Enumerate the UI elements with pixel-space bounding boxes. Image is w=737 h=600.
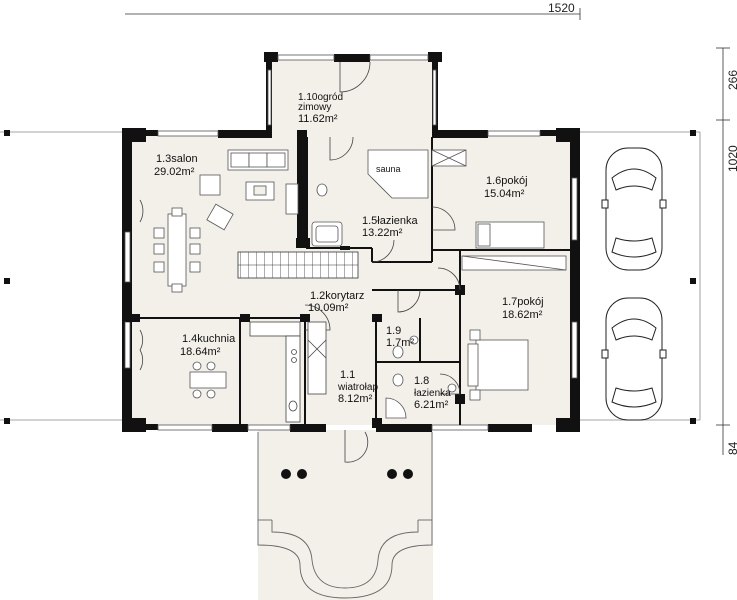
dim-total-width: 1520 (548, 1, 575, 15)
bed-icon-2 (467, 329, 529, 401)
dimension-lines: 1520 266 1020 84 (125, 1, 737, 455)
kitchen-counter (249, 321, 327, 423)
svg-text:1.4kuchnia: 1.4kuchnia (182, 333, 236, 345)
svg-text:zimowy: zimowy (298, 102, 331, 113)
floor-fill (130, 55, 575, 600)
entrance-porch (257, 432, 433, 599)
kitchen-table-icon (189, 361, 227, 399)
bathroom-2-fixtures (385, 335, 457, 419)
svg-text:wiatrołap: wiatrołap (337, 382, 378, 393)
svg-text:1.1: 1.1 (340, 369, 355, 381)
room-label-wc: 1.9 1.7m² (386, 325, 414, 349)
dim-house-depth: 1020 (726, 145, 737, 172)
svg-text:18.62m²: 18.62m² (502, 309, 543, 321)
dim-bottom-offset: 84 (726, 441, 737, 455)
car-icon-2 (601, 297, 667, 421)
doors (139, 61, 461, 463)
bed-icon (461, 221, 567, 271)
svg-text:1.8: 1.8 (414, 375, 429, 387)
svg-text:13.22m²: 13.22m² (362, 227, 403, 239)
room-label-lazienka-1: 1.5łazienka 13.22m² (362, 215, 419, 239)
svg-text:1.7pokój: 1.7pokój (502, 296, 544, 308)
windows (124, 54, 578, 431)
svg-text:1.3salon: 1.3salon (156, 153, 198, 165)
svg-text:łazienka: łazienka (414, 388, 451, 399)
svg-text:1.5łazienka: 1.5łazienka (362, 215, 419, 227)
svg-text:6.21m²: 6.21m² (414, 399, 449, 411)
svg-text:1.10ogród: 1.10ogród (298, 92, 343, 103)
svg-text:10.09m²: 10.09m² (308, 302, 349, 314)
room-label-ogrod: 1.10ogród zimowy 11.62m² (298, 92, 343, 125)
dim-garden-depth: 266 (726, 70, 737, 90)
bathroom-1-fixtures (311, 149, 467, 247)
svg-text:1.9: 1.9 (386, 325, 401, 337)
car-icon (601, 147, 667, 271)
svg-text:1.2korytarz: 1.2korytarz (310, 290, 364, 302)
room-label-pokoj-1: 1.6pokój 15.04m² (484, 175, 528, 200)
room-label-salon: 1.3salon 29.02m² (154, 153, 198, 178)
room-label-korytarz: 1.2korytarz 10.09m² (308, 290, 364, 314)
room-label-wiatrolap: 1.1 wiatrołap 8.12m² (337, 369, 378, 405)
sofa-icon (199, 149, 299, 231)
svg-text:8.12m²: 8.12m² (338, 393, 373, 405)
room-label-lazienka-2: 1.8 łazienka 6.21m² (414, 375, 451, 411)
svg-text:18.64m²: 18.64m² (180, 346, 221, 358)
svg-text:15.04m²: 15.04m² (484, 188, 525, 200)
porch-columns (281, 469, 413, 479)
svg-text:1.6pokój: 1.6pokój (486, 175, 528, 187)
svg-text:1.7m²: 1.7m² (386, 337, 414, 349)
terrace-posts (4, 130, 696, 424)
sauna-label: sauna (376, 164, 401, 174)
svg-text:11.62m²: 11.62m² (298, 113, 338, 125)
room-label-pokoj-2: 1.7pokój 18.62m² (502, 296, 544, 321)
room-label-kuchnia: 1.4kuchnia 18.64m² (180, 333, 236, 358)
stairs-icon (237, 251, 359, 279)
svg-text:29.02m²: 29.02m² (154, 166, 195, 178)
terrace-outlines (0, 131, 701, 421)
dining-table-icon (153, 207, 201, 293)
